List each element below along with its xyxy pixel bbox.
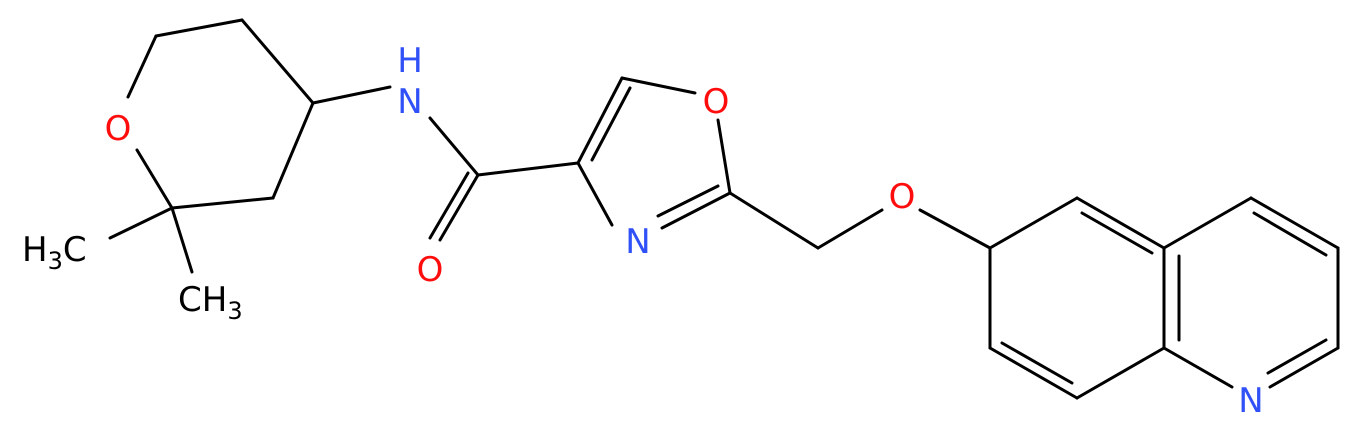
oxazole-nitrogen-label: N: [625, 222, 650, 262]
bond: [660, 191, 732, 230]
bond: [476, 161, 580, 177]
bond: [1249, 196, 1340, 250]
ether-bonds: [728, 191, 992, 250]
bond: [1000, 341, 1074, 385]
bond: [1252, 211, 1328, 257]
bond: [576, 161, 614, 227]
bond: [576, 76, 624, 165]
quinoline-nitrogen-label: N: [1238, 381, 1263, 421]
pyran-ring-bonds: [108, 18, 315, 274]
bond: [1162, 196, 1253, 250]
amide-nitrogen-label: N: [397, 82, 422, 122]
quinoline-ring-bonds: [988, 196, 1340, 400]
methyl-1-label: H3C: [22, 230, 87, 275]
bond: [620, 76, 697, 95]
bond: [1075, 346, 1166, 400]
pyran-oxygen-label: O: [105, 109, 132, 149]
methyl-2-label: CH3: [178, 280, 243, 325]
bond: [126, 34, 158, 99]
bond: [154, 18, 244, 38]
bond: [988, 196, 1079, 250]
amide-bonds: [311, 85, 580, 242]
bond: [170, 196, 275, 210]
bond: [428, 116, 480, 177]
bond: [135, 148, 174, 210]
methyl-2-subscript: 3: [227, 297, 242, 325]
bond: [108, 206, 174, 240]
bond: [271, 101, 315, 200]
bond: [716, 118, 732, 195]
bond: [656, 184, 720, 218]
bond: [240, 18, 315, 105]
atom-labels: O H N O O N O N H3C CH3: [22, 41, 1264, 421]
methyl-1-carbon: C: [63, 230, 87, 270]
bond: [988, 346, 1079, 400]
methyl-1-hydrogen: H: [22, 230, 48, 270]
bond: [170, 206, 194, 274]
bond: [1266, 338, 1328, 375]
bond: [1080, 211, 1154, 255]
bond: [1268, 346, 1340, 389]
oxazole-oxygen-label: O: [703, 82, 730, 122]
carbonyl-oxygen-label: O: [417, 250, 444, 290]
bond: [728, 191, 820, 250]
amide-hydrogen-label: H: [397, 41, 423, 81]
methyl-1-subscript: 3: [48, 247, 63, 275]
bond: [918, 208, 992, 250]
bond: [1075, 196, 1166, 250]
methyl-2-carbon-hydrogen: CH: [178, 280, 227, 320]
bond: [438, 173, 480, 242]
bond: [1162, 346, 1234, 389]
oxazole-ring-bonds: [576, 76, 732, 230]
bond: [311, 85, 392, 105]
ether-oxygen-label: O: [889, 177, 916, 217]
bond: [590, 86, 632, 162]
bond: [816, 208, 884, 250]
bond: [428, 171, 470, 240]
